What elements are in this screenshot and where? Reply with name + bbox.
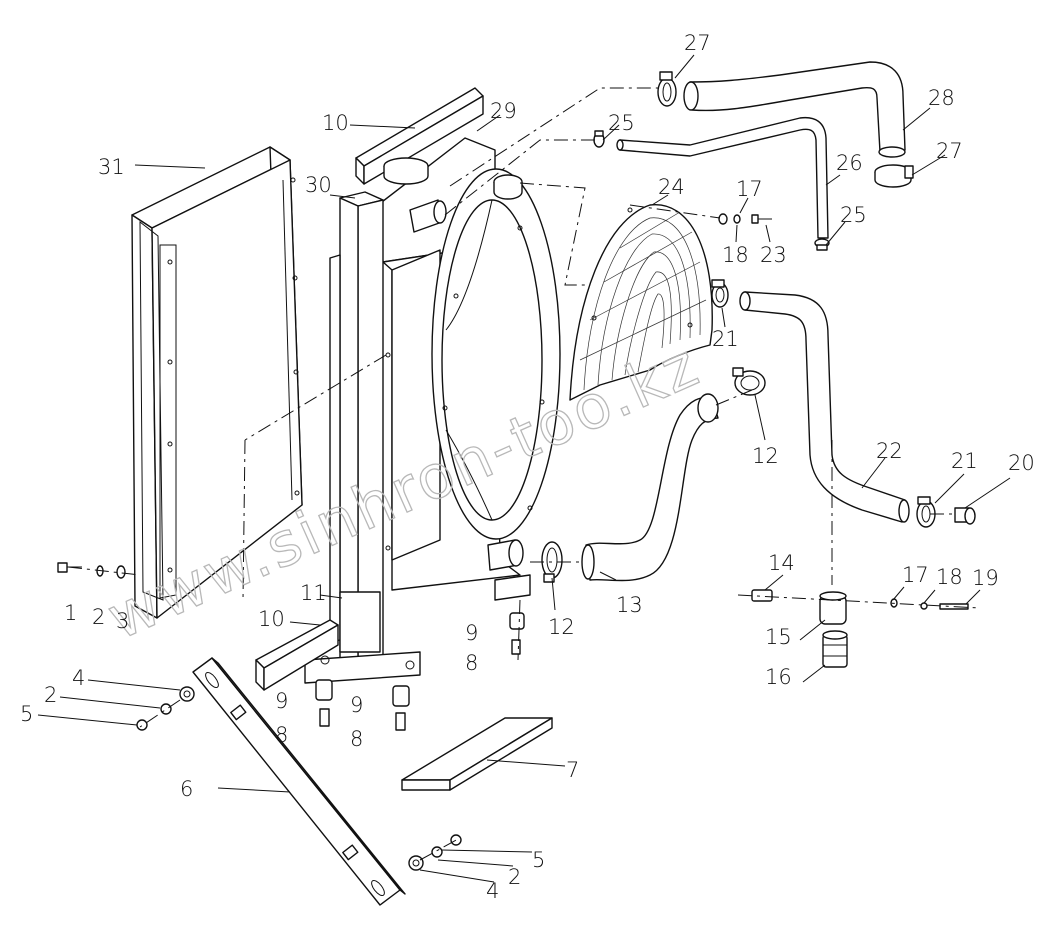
hose-clamp-21-lower-part [916, 496, 936, 528]
radiator-core-part [131, 146, 303, 619]
fan-shroud-part [377, 137, 561, 601]
callout-31: 31 [98, 155, 125, 179]
callout-26: 26 [836, 151, 863, 175]
callout-5-upper: 5 [20, 702, 33, 726]
callout-19: 19 [972, 566, 999, 590]
callout-21-right: 21 [951, 449, 978, 473]
support-brace-part [192, 657, 406, 906]
callout-17-right: 17 [902, 563, 929, 587]
callout-8-c: 8 [350, 727, 363, 751]
callout-28: 28 [928, 86, 955, 110]
callout-10-top: 10 [322, 111, 349, 135]
side-post-part [304, 191, 421, 684]
callout-10-bottom: 10 [258, 607, 285, 631]
callout-11: 11 [300, 581, 327, 605]
callout-25-right: 25 [840, 203, 867, 227]
callout-21-top: 21 [712, 327, 739, 351]
callout-2-upper: 2 [44, 683, 57, 707]
lower-radiator-hose-part [739, 291, 910, 523]
callout-1: 1 [64, 601, 77, 625]
callout-22: 22 [876, 439, 903, 463]
callout-13: 13 [616, 593, 643, 617]
callout-14: 14 [768, 551, 795, 575]
callout-24: 24 [658, 175, 685, 199]
callout-3: 3 [116, 609, 129, 633]
hose-clamp-27-right-part [874, 164, 914, 188]
callout-25-top: 25 [608, 111, 635, 135]
hose-clamp-21-upper-part [711, 279, 729, 308]
callout-17-top: 17 [736, 177, 763, 201]
assembly-centerlines [67, 87, 981, 861]
callout-9-a: 9 [465, 621, 478, 645]
callout-16: 16 [765, 665, 792, 689]
callout-23: 23 [760, 243, 787, 267]
callout-9-b: 9 [275, 689, 288, 713]
vent-pipe-part [616, 116, 829, 239]
hose-clamp-12-right-part [732, 367, 766, 396]
drain-cock-part [954, 507, 976, 525]
callout-20: 20 [1008, 451, 1035, 475]
callout-leaders [37, 54, 1011, 883]
callout-12-right: 12 [752, 444, 779, 468]
callout-8-b: 8 [275, 723, 288, 747]
callout-12-left: 12 [548, 615, 575, 639]
callout-4-lower: 4 [486, 879, 499, 903]
small-clamp-25-bottom-part [814, 238, 830, 251]
callout-8-a: 8 [465, 651, 478, 675]
callout-29: 29 [490, 99, 517, 123]
callout-6: 6 [180, 777, 193, 801]
callout-30: 30 [305, 173, 332, 197]
callout-5-lower: 5 [532, 848, 545, 872]
callout-2-lower: 2 [508, 865, 521, 889]
callout-27-right: 27 [936, 139, 963, 163]
coolant-hose-part [581, 393, 719, 582]
hose-clamp-12-left-part [541, 541, 563, 583]
fan-guard-part [569, 204, 713, 401]
lower-seal-strip-part [255, 619, 339, 691]
callout-4-upper: 4 [72, 666, 85, 690]
upper-radiator-hose-part [683, 61, 906, 158]
callout-7: 7 [566, 758, 579, 782]
callout-9-c: 9 [350, 693, 363, 717]
callout-15: 15 [765, 625, 792, 649]
hose-clamp-27-top-part [657, 71, 677, 107]
callout-27-top: 27 [684, 31, 711, 55]
callout-2-left: 2 [92, 605, 105, 629]
callout-18-right: 18 [936, 565, 963, 589]
small-clamp-25-top-part [593, 130, 605, 148]
callout-labels: 31 10 29 30 27 28 27 25 26 25 24 17 18 2… [20, 31, 1035, 903]
callout-18-top: 18 [722, 243, 749, 267]
bottom-plate-part [401, 717, 553, 791]
